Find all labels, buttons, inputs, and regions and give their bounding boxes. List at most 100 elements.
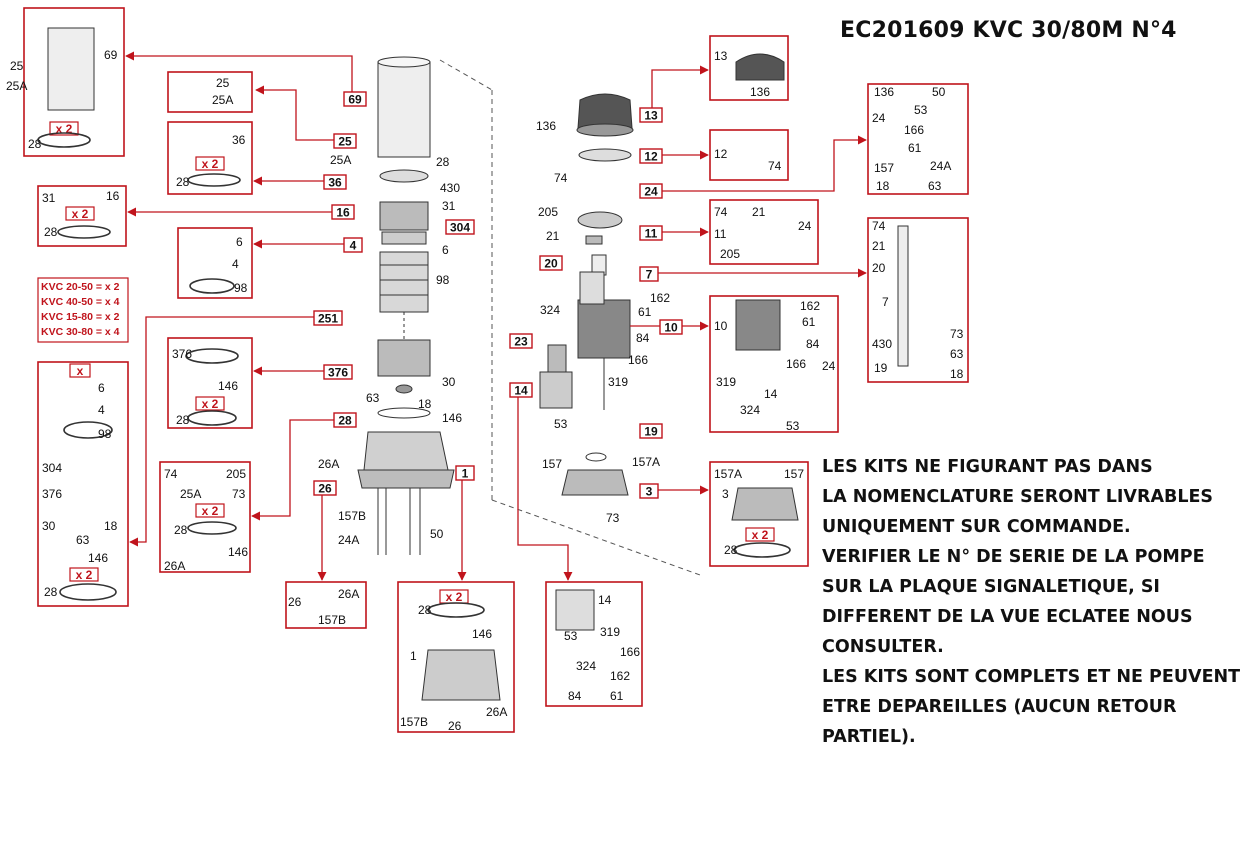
part-label: 31 xyxy=(442,199,456,213)
callout-20: 20 xyxy=(539,255,563,271)
callout-28: 28 xyxy=(333,412,357,428)
kit-box xyxy=(709,199,819,265)
part-label: 6 xyxy=(442,243,449,257)
callout-24: 24 xyxy=(639,183,663,199)
callout-25: 25 xyxy=(333,133,357,149)
svg-text:12: 12 xyxy=(644,150,658,164)
part-label: 157 xyxy=(542,457,562,471)
svg-text:x 2: x 2 xyxy=(202,157,219,171)
part-label: 136 xyxy=(874,85,894,99)
part-label: 74 xyxy=(872,219,886,233)
part-label: 319 xyxy=(600,625,620,639)
part-label: 18 xyxy=(418,397,432,411)
part-label: 25 xyxy=(10,59,24,73)
part-label: 53 xyxy=(786,419,800,433)
svg-text:x 2: x 2 xyxy=(752,528,769,542)
kit-box xyxy=(177,227,253,299)
part-label: 16 xyxy=(106,189,120,203)
part-label: 18 xyxy=(104,519,118,533)
part-label: 50 xyxy=(932,85,946,99)
left-pump-assembly xyxy=(357,56,455,555)
note-line: LES KITS SONT COMPLETS ET NE PEUVENT xyxy=(822,667,1241,687)
part-label: 166 xyxy=(620,645,640,659)
quantity-tag: x 2 xyxy=(195,503,225,518)
part-label: 146 xyxy=(88,551,108,565)
svg-text:36: 36 xyxy=(328,176,342,190)
kit-box xyxy=(285,581,367,629)
part-label: 28 xyxy=(724,543,738,557)
svg-text:376: 376 xyxy=(328,366,348,380)
motor-body-part xyxy=(577,299,631,359)
part-label: 146 xyxy=(472,627,492,641)
part-label: 98 xyxy=(234,281,248,295)
kit-box xyxy=(709,461,809,567)
part-label: 12 xyxy=(714,147,728,161)
fan-cover-part xyxy=(577,93,633,129)
part-label: 324 xyxy=(540,303,560,317)
part-label: 430 xyxy=(872,337,892,351)
part-label: 18 xyxy=(876,179,890,193)
pump-base-part xyxy=(363,431,449,471)
kit-box xyxy=(709,295,839,433)
part-label: 30 xyxy=(42,519,56,533)
ordering-notes: LES KITS NE FIGURANT PAS DANS LA NOMENCL… xyxy=(822,452,1247,752)
motor-bracket-part xyxy=(561,469,629,496)
part-label: 14 xyxy=(764,387,778,401)
svg-text:19: 19 xyxy=(644,425,658,439)
part-label: 28 xyxy=(436,155,450,169)
part-label: 69 xyxy=(104,48,118,62)
part-label: 28 xyxy=(44,225,58,239)
kit-box xyxy=(867,83,969,195)
kit-box xyxy=(545,581,643,707)
part-label: 146 xyxy=(442,411,462,425)
part-label: 84 xyxy=(636,331,650,345)
svg-text:x 2: x 2 xyxy=(446,590,463,604)
o-ring-part xyxy=(187,410,237,426)
kit-box xyxy=(167,337,253,429)
part-label: 157 xyxy=(784,467,804,481)
part-label: 136 xyxy=(750,85,770,99)
part-label: 319 xyxy=(608,375,628,389)
part-label: 157B xyxy=(338,509,366,523)
o-ring-part xyxy=(427,602,485,618)
kit-box xyxy=(37,185,127,247)
svg-text:69: 69 xyxy=(348,93,362,107)
variant-note-text: KVC 40-50 = x 4 xyxy=(41,296,120,308)
part-label: 63 xyxy=(76,533,90,547)
callout-251: 251 xyxy=(313,310,343,326)
part-label: 53 xyxy=(554,417,568,431)
right-motor-assembly xyxy=(539,93,634,496)
part-label: 26A xyxy=(338,587,359,601)
part-label: 74 xyxy=(164,467,178,481)
part-label: 157B xyxy=(318,613,346,627)
quantity-tag: x xyxy=(69,363,91,378)
part-label: 24 xyxy=(822,359,836,373)
part-label: 162 xyxy=(650,291,670,305)
variant-note-text: KVC 20-50 = x 2 xyxy=(41,281,120,293)
part-label: 50 xyxy=(430,527,444,541)
part-label: 26A xyxy=(318,457,339,471)
sleeve-part xyxy=(377,61,431,158)
part-label: 136 xyxy=(536,119,556,133)
kit-box xyxy=(167,121,253,195)
connector-line xyxy=(517,390,573,581)
part-label: 63 xyxy=(928,179,942,193)
part-label: 61 xyxy=(638,305,652,319)
svg-text:14: 14 xyxy=(514,384,528,398)
variant-note-text: KVC 15-80 = x 2 xyxy=(41,311,120,323)
shaft-sketch xyxy=(897,225,909,367)
terminal-box-sketch xyxy=(555,589,595,631)
part-label: 61 xyxy=(610,689,624,703)
part-label: 25A xyxy=(212,93,233,107)
note-line: CONSULTER. xyxy=(822,637,944,657)
note-line: VERIFIER LE N° DE SERIE DE LA POMPE xyxy=(822,547,1205,567)
quantity-tag: x 2 xyxy=(65,206,95,221)
part-label: 6 xyxy=(98,381,105,395)
quantity-tag: x 2 xyxy=(439,589,469,604)
part-label: 11 xyxy=(714,227,727,241)
svg-text:251: 251 xyxy=(318,312,338,326)
part-label: 430 xyxy=(440,181,460,195)
part-label: 26 xyxy=(448,719,462,733)
connector-line xyxy=(129,316,340,547)
part-label: 304 xyxy=(42,461,62,475)
